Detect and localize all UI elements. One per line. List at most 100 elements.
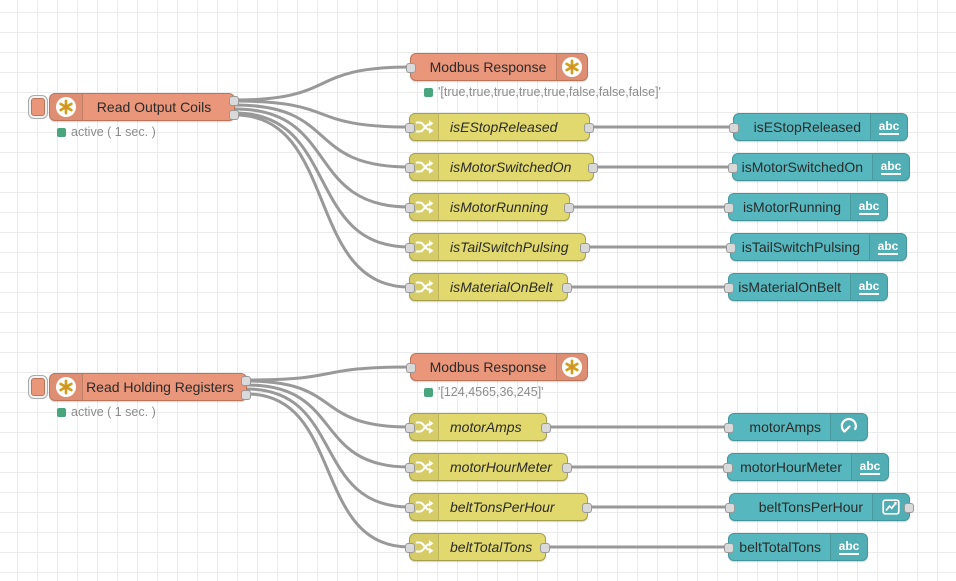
inject-button[interactable] [28,95,48,119]
input-port[interactable] [723,463,733,473]
output-port[interactable] [541,423,551,433]
icon-strip: abc [872,154,909,180]
status-dot [57,127,66,137]
node-switch-motor-hour-meter[interactable]: motorHourMeter [405,453,572,481]
node-label: isTailSwitchPulsing [450,239,569,255]
asterisk-icon [56,377,76,397]
input-port[interactable] [728,163,738,173]
input-port[interactable] [726,243,736,253]
input-port[interactable] [405,203,415,213]
wire[interactable] [233,103,411,169]
wire[interactable] [245,379,411,429]
node-status: active ( 1 sec. ) [57,125,156,139]
node-ui-gauge-motor-amps[interactable]: motorAmps [724,413,868,441]
chart-icon [882,499,900,515]
output-port[interactable] [580,243,590,253]
node-label: isMotorRunning [450,199,549,215]
output-port[interactable] [229,110,239,120]
inject-button-fill [31,98,45,116]
status-text: active ( 1 sec. ) [71,405,156,419]
output-port[interactable] [582,503,592,513]
output-port[interactable] [540,543,550,553]
input-port[interactable] [725,503,735,513]
status-dot [57,407,66,417]
icon-strip [50,94,83,120]
input-port[interactable] [729,123,739,133]
input-port[interactable] [406,63,416,73]
switch-icon [415,460,434,474]
wire[interactable] [245,392,411,549]
node-ui-chart-belt-tons-per-hour[interactable]: beltTonsPerHour [725,493,914,521]
status-text: '[true,true,true,true,true,false,false,f… [438,85,661,99]
output-port[interactable] [904,503,914,513]
wire[interactable] [233,113,411,289]
node-read-holding-registers[interactable]: Read Holding Registers [28,373,251,401]
output-port[interactable] [562,283,572,293]
input-port[interactable] [405,423,415,433]
input-port[interactable] [405,463,415,473]
node-switch-is-material-on-belt[interactable]: isMaterialOnBelt [405,273,572,301]
wire[interactable] [233,107,411,209]
asterisk-icon [562,357,582,377]
icon-strip: abc [830,534,867,560]
output-port[interactable] [584,123,594,133]
status-dot [424,87,433,97]
node-modbus-response-registers[interactable]: Modbus Response [406,353,588,381]
input-port[interactable] [724,203,734,213]
node-switch-motor-amps[interactable]: motorAmps [405,413,551,441]
input-port[interactable] [724,423,734,433]
input-port[interactable] [405,283,415,293]
node-read-output-coils[interactable]: Read Output Coils [28,93,239,121]
node-ui-text-is-motor-switched-on[interactable]: abc isMotorSwitchedOn [728,153,910,181]
output-port[interactable] [588,163,598,173]
gauge-icon [840,417,857,433]
wire[interactable] [233,65,412,102]
wire[interactable] [245,383,411,469]
input-port[interactable] [405,543,415,553]
wire[interactable] [245,365,412,382]
input-port[interactable] [405,243,415,253]
input-port[interactable] [406,363,416,373]
icon-strip [50,374,83,400]
node-label: motorAmps [749,419,821,435]
icon-strip: abc [850,194,887,220]
node-modbus-response-coils[interactable]: Modbus Response [406,53,588,81]
node-label: isMotorSwitchedOn [741,159,863,175]
output-port[interactable] [562,463,572,473]
abc-icon: abc [878,118,900,135]
input-port[interactable] [724,543,734,553]
node-switch-is-estop-released[interactable]: isEStopReleased [405,113,594,141]
switch-icon [415,420,434,434]
node-status: active ( 1 sec. ) [57,405,156,419]
input-port[interactable] [405,123,415,133]
output-port[interactable] [241,390,251,400]
node-switch-is-motor-running[interactable]: isMotorRunning [405,193,574,221]
wire[interactable] [233,99,411,129]
output-port[interactable] [241,376,251,386]
status-text: '[124,4565,36,245]' [438,385,544,399]
wire[interactable] [245,387,411,509]
node-switch-belt-tons-per-hour[interactable]: beltTonsPerHour [405,493,592,521]
node-label: motorHourMeter [740,459,842,475]
output-port[interactable] [229,96,239,106]
node-label: motorAmps [450,419,522,435]
node-switch-belt-total-tons[interactable]: beltTotalTons [405,533,550,561]
switch-icon [415,240,434,254]
inject-button[interactable] [28,375,48,399]
abc-icon: abc [838,538,860,555]
input-port[interactable] [405,163,415,173]
node-switch-is-motor-switched-on[interactable]: isMotorSwitchedOn [405,153,598,181]
output-port[interactable] [564,203,574,213]
node-switch-is-tail-switch-pulsing[interactable]: isTailSwitchPulsing [405,233,590,261]
wire[interactable] [233,111,411,249]
input-port[interactable] [405,503,415,513]
node-label: isMaterialOnBelt [738,279,841,295]
input-port[interactable] [724,283,734,293]
